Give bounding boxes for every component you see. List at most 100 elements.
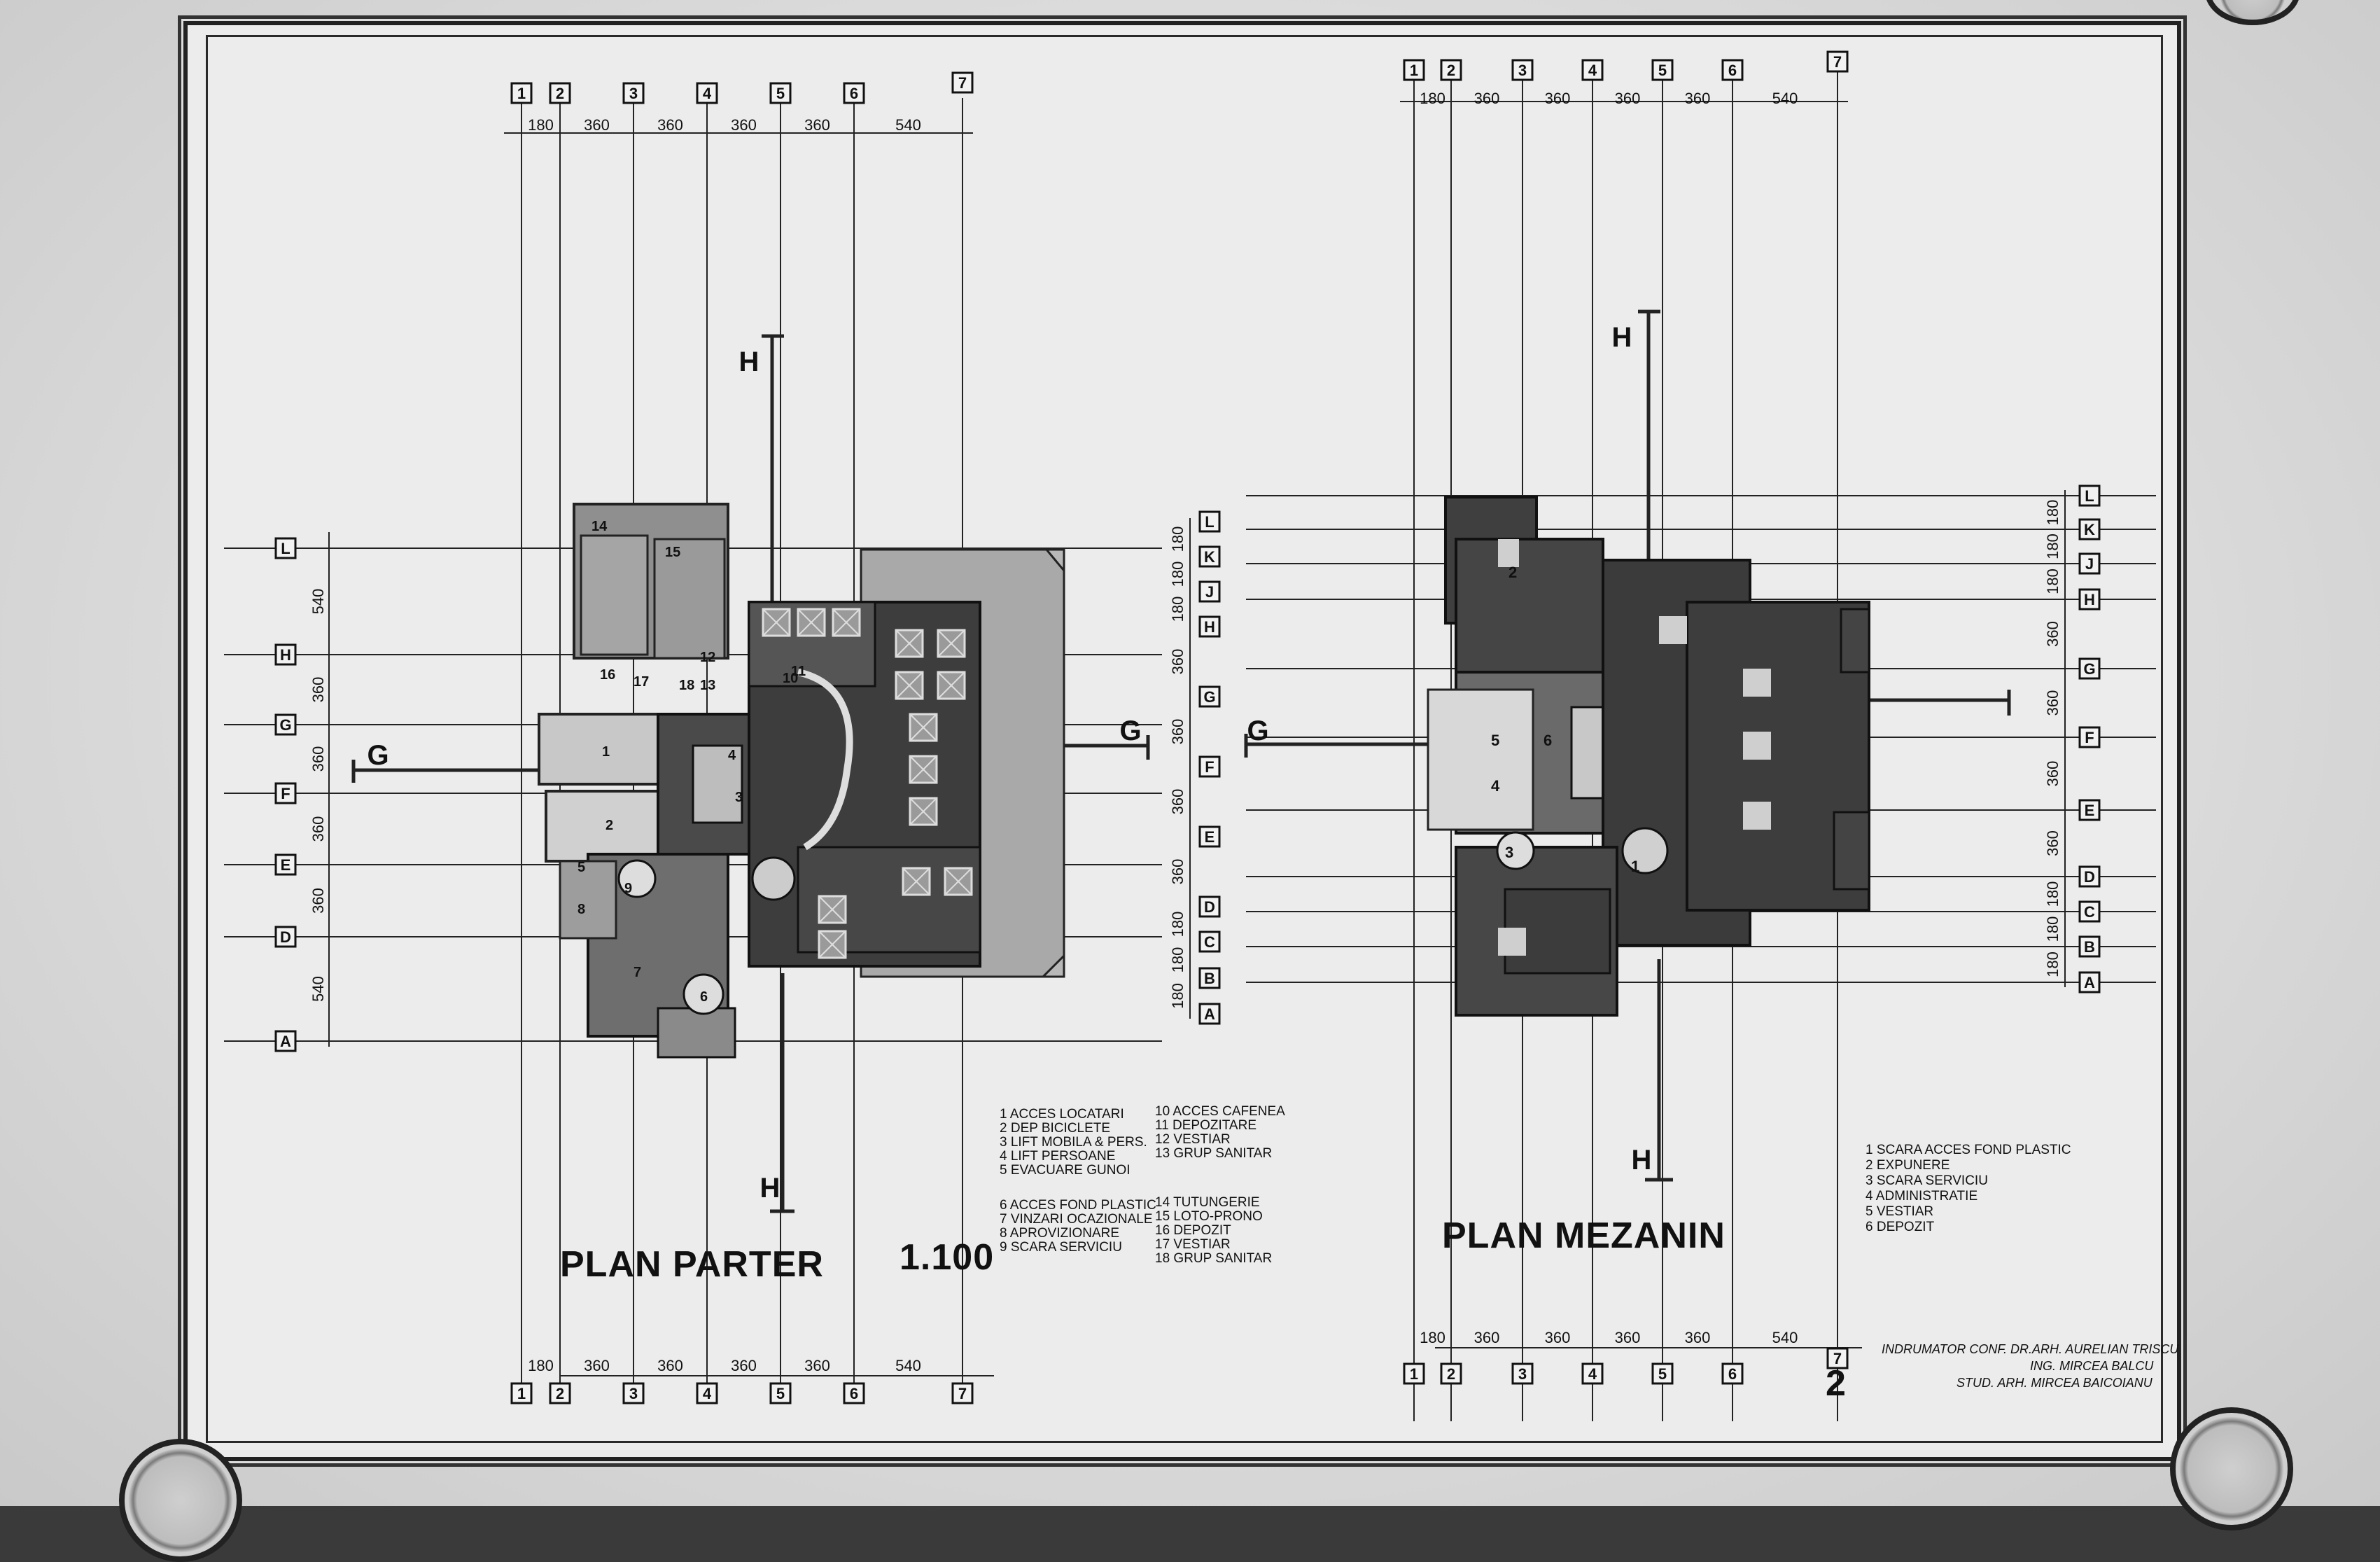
ground-row-right-G-box — [1198, 685, 1221, 708]
scale-label: 1.100 — [899, 1237, 994, 1278]
table-tile-cross — [818, 895, 846, 923]
mez-row-right-B-box — [2078, 935, 2101, 958]
ground-col-top-2: 2 — [556, 85, 564, 102]
credits-block: INDRUMATOR CONF. DR.ARH. AURELIAN TRISCU… — [1882, 1342, 2179, 1390]
ground-col-top-4-box — [696, 82, 718, 104]
mez-right-wing-2 — [1833, 811, 1870, 891]
service-rooms — [559, 860, 617, 940]
ground-col-top-6-box — [843, 82, 865, 104]
ground-row-dim-right: 360 — [1169, 789, 1186, 815]
credit-line: STUD. ARH. MIRCEA BAICOIANU — [1956, 1376, 2153, 1390]
table-tile-cross — [895, 629, 923, 657]
mez-col-top-5: 5 — [1658, 62, 1667, 79]
ground-row-dim-left: 540 — [309, 976, 327, 1002]
ground-room-9: 9 — [624, 881, 632, 896]
ground-room-3: 3 — [735, 790, 743, 805]
mez-col-bottom-3: 3 — [1518, 1365, 1527, 1383]
ground-room-16: 16 — [600, 667, 615, 683]
lift-box — [692, 744, 743, 824]
mez-skylight-5 — [1498, 539, 1519, 567]
ground-row-dim-right: 180 — [1169, 597, 1186, 622]
mez-col-bottom-4-box — [1581, 1362, 1604, 1385]
ground-row-right-E: E — [1205, 828, 1215, 846]
ground-row-right-C: C — [1204, 933, 1215, 951]
mez-row-right-B: B — [2084, 938, 2095, 956]
drawing-svg: 1122334455667718018036036036036036036036… — [224, 50, 2179, 1421]
mez-row-right-D: D — [2084, 868, 2095, 886]
ground-col-top-3-box — [622, 82, 645, 104]
ground-plan-title: PLAN PARTER — [560, 1244, 824, 1285]
ground-row-right-J: J — [1205, 583, 1214, 601]
mez-legend-item: 5 VESTIAR — [1865, 1204, 1933, 1219]
mez-col-bottom-7-box — [1826, 1347, 1849, 1369]
ground-row-right-H-box — [1198, 615, 1221, 638]
ground-row-dim-left: 360 — [309, 888, 327, 914]
ground-row-dim-right: 360 — [1169, 859, 1186, 885]
ground-row-left-F-box — [274, 782, 297, 804]
mez-col-dim-bottom: 360 — [1615, 1329, 1641, 1346]
mez-row-right-D-box — [2078, 865, 2101, 888]
ground-col-top-6: 6 — [850, 85, 858, 102]
ground-col-dim-top: 360 — [657, 116, 683, 134]
mez-col-dim-top: 540 — [1772, 90, 1798, 107]
mez-row-right-A: A — [2084, 974, 2095, 991]
credit-line: ING. MIRCEA BALCU — [2030, 1359, 2154, 1373]
ground-room-7: 7 — [634, 965, 641, 980]
ground-room-4: 4 — [728, 748, 736, 763]
ground-row-right-F-box — [1198, 755, 1221, 778]
ground-row-right-J-box — [1198, 580, 1221, 603]
mez-col-dim-top: 360 — [1615, 90, 1641, 107]
ground-row-left-H: H — [280, 646, 291, 664]
mezzanine-plan — [1427, 496, 1870, 1017]
ground-row-left-L: L — [281, 540, 290, 557]
ground-col-bottom-1: 1 — [517, 1385, 526, 1402]
ground-row-left-L-box — [274, 537, 297, 559]
ground-room-11: 11 — [791, 664, 806, 679]
table-tile-cross — [797, 608, 825, 636]
mez-row-right-F: F — [2085, 729, 2094, 746]
ground-legend-item: 13 GRUP SANITAR — [1155, 1146, 1272, 1161]
ground-legend-item: 2 DEP BICICLETE — [1000, 1121, 1110, 1136]
mez-col-bottom-1-box — [1403, 1362, 1425, 1385]
mez-col-dim-bottom: 180 — [1420, 1329, 1446, 1346]
ground-room-8: 8 — [578, 902, 585, 917]
ground-row-right-D: D — [1204, 898, 1215, 916]
mez-row-right-H-box — [2078, 588, 2101, 611]
mez-row-dim: 180 — [2044, 916, 2062, 942]
ground-row-dim-right: 180 — [1169, 912, 1186, 937]
sheet-number: 2 — [1826, 1363, 1847, 1404]
mez-col-dim-bottom: 360 — [1685, 1329, 1711, 1346]
table-tile-cross — [762, 608, 790, 636]
ground-row-right-L: L — [1205, 513, 1214, 531]
mez-col-top-4: 4 — [1588, 62, 1597, 79]
ground-row-left-G: G — [279, 716, 291, 734]
ground-legend-item: 14 TUTUNGERIE — [1155, 1195, 1260, 1210]
ground-row-dim-right: 360 — [1169, 649, 1186, 675]
ground-legend-item: 15 LOTO-PRONO — [1155, 1209, 1263, 1224]
mez-section-h-bottom: H — [1632, 1145, 1652, 1176]
ground-row-left-F: F — [281, 785, 290, 802]
table-tile-cross — [895, 671, 923, 699]
ground-col-dim-bottom: 360 — [731, 1357, 757, 1374]
mez-row-right-K: K — [2084, 521, 2095, 538]
ground-row-right-K: K — [1204, 548, 1215, 566]
ground-legend-item: 3 LIFT MOBILA & PERS. — [1000, 1135, 1147, 1150]
ground-row-dim-right: 180 — [1169, 983, 1186, 1009]
mez-col-top-4-box — [1581, 59, 1604, 81]
ground-col-dim-top: 540 — [895, 116, 921, 134]
mez-row-dim: 180 — [2044, 569, 2062, 594]
ground-row-left-A: A — [280, 1033, 291, 1050]
mez-room-3: 3 — [1505, 844, 1513, 861]
mez-col-top-2: 2 — [1447, 62, 1455, 79]
mez-col-dim-top: 360 — [1545, 90, 1571, 107]
ground-legend-item: 8 APROVIZIONARE — [1000, 1226, 1119, 1241]
mez-skylight-1 — [1659, 616, 1687, 644]
mez-row-dim: 360 — [2044, 761, 2062, 787]
ground-legend-item: 7 VINZARI OCAZIONALE — [1000, 1212, 1153, 1227]
mez-row-right-E-box — [2078, 799, 2101, 821]
ground-legend-item: 18 GRUP SANITAR — [1155, 1251, 1272, 1266]
ground-col-bottom-6: 6 — [850, 1385, 858, 1402]
ground-col-dim-bottom: 180 — [528, 1357, 554, 1374]
